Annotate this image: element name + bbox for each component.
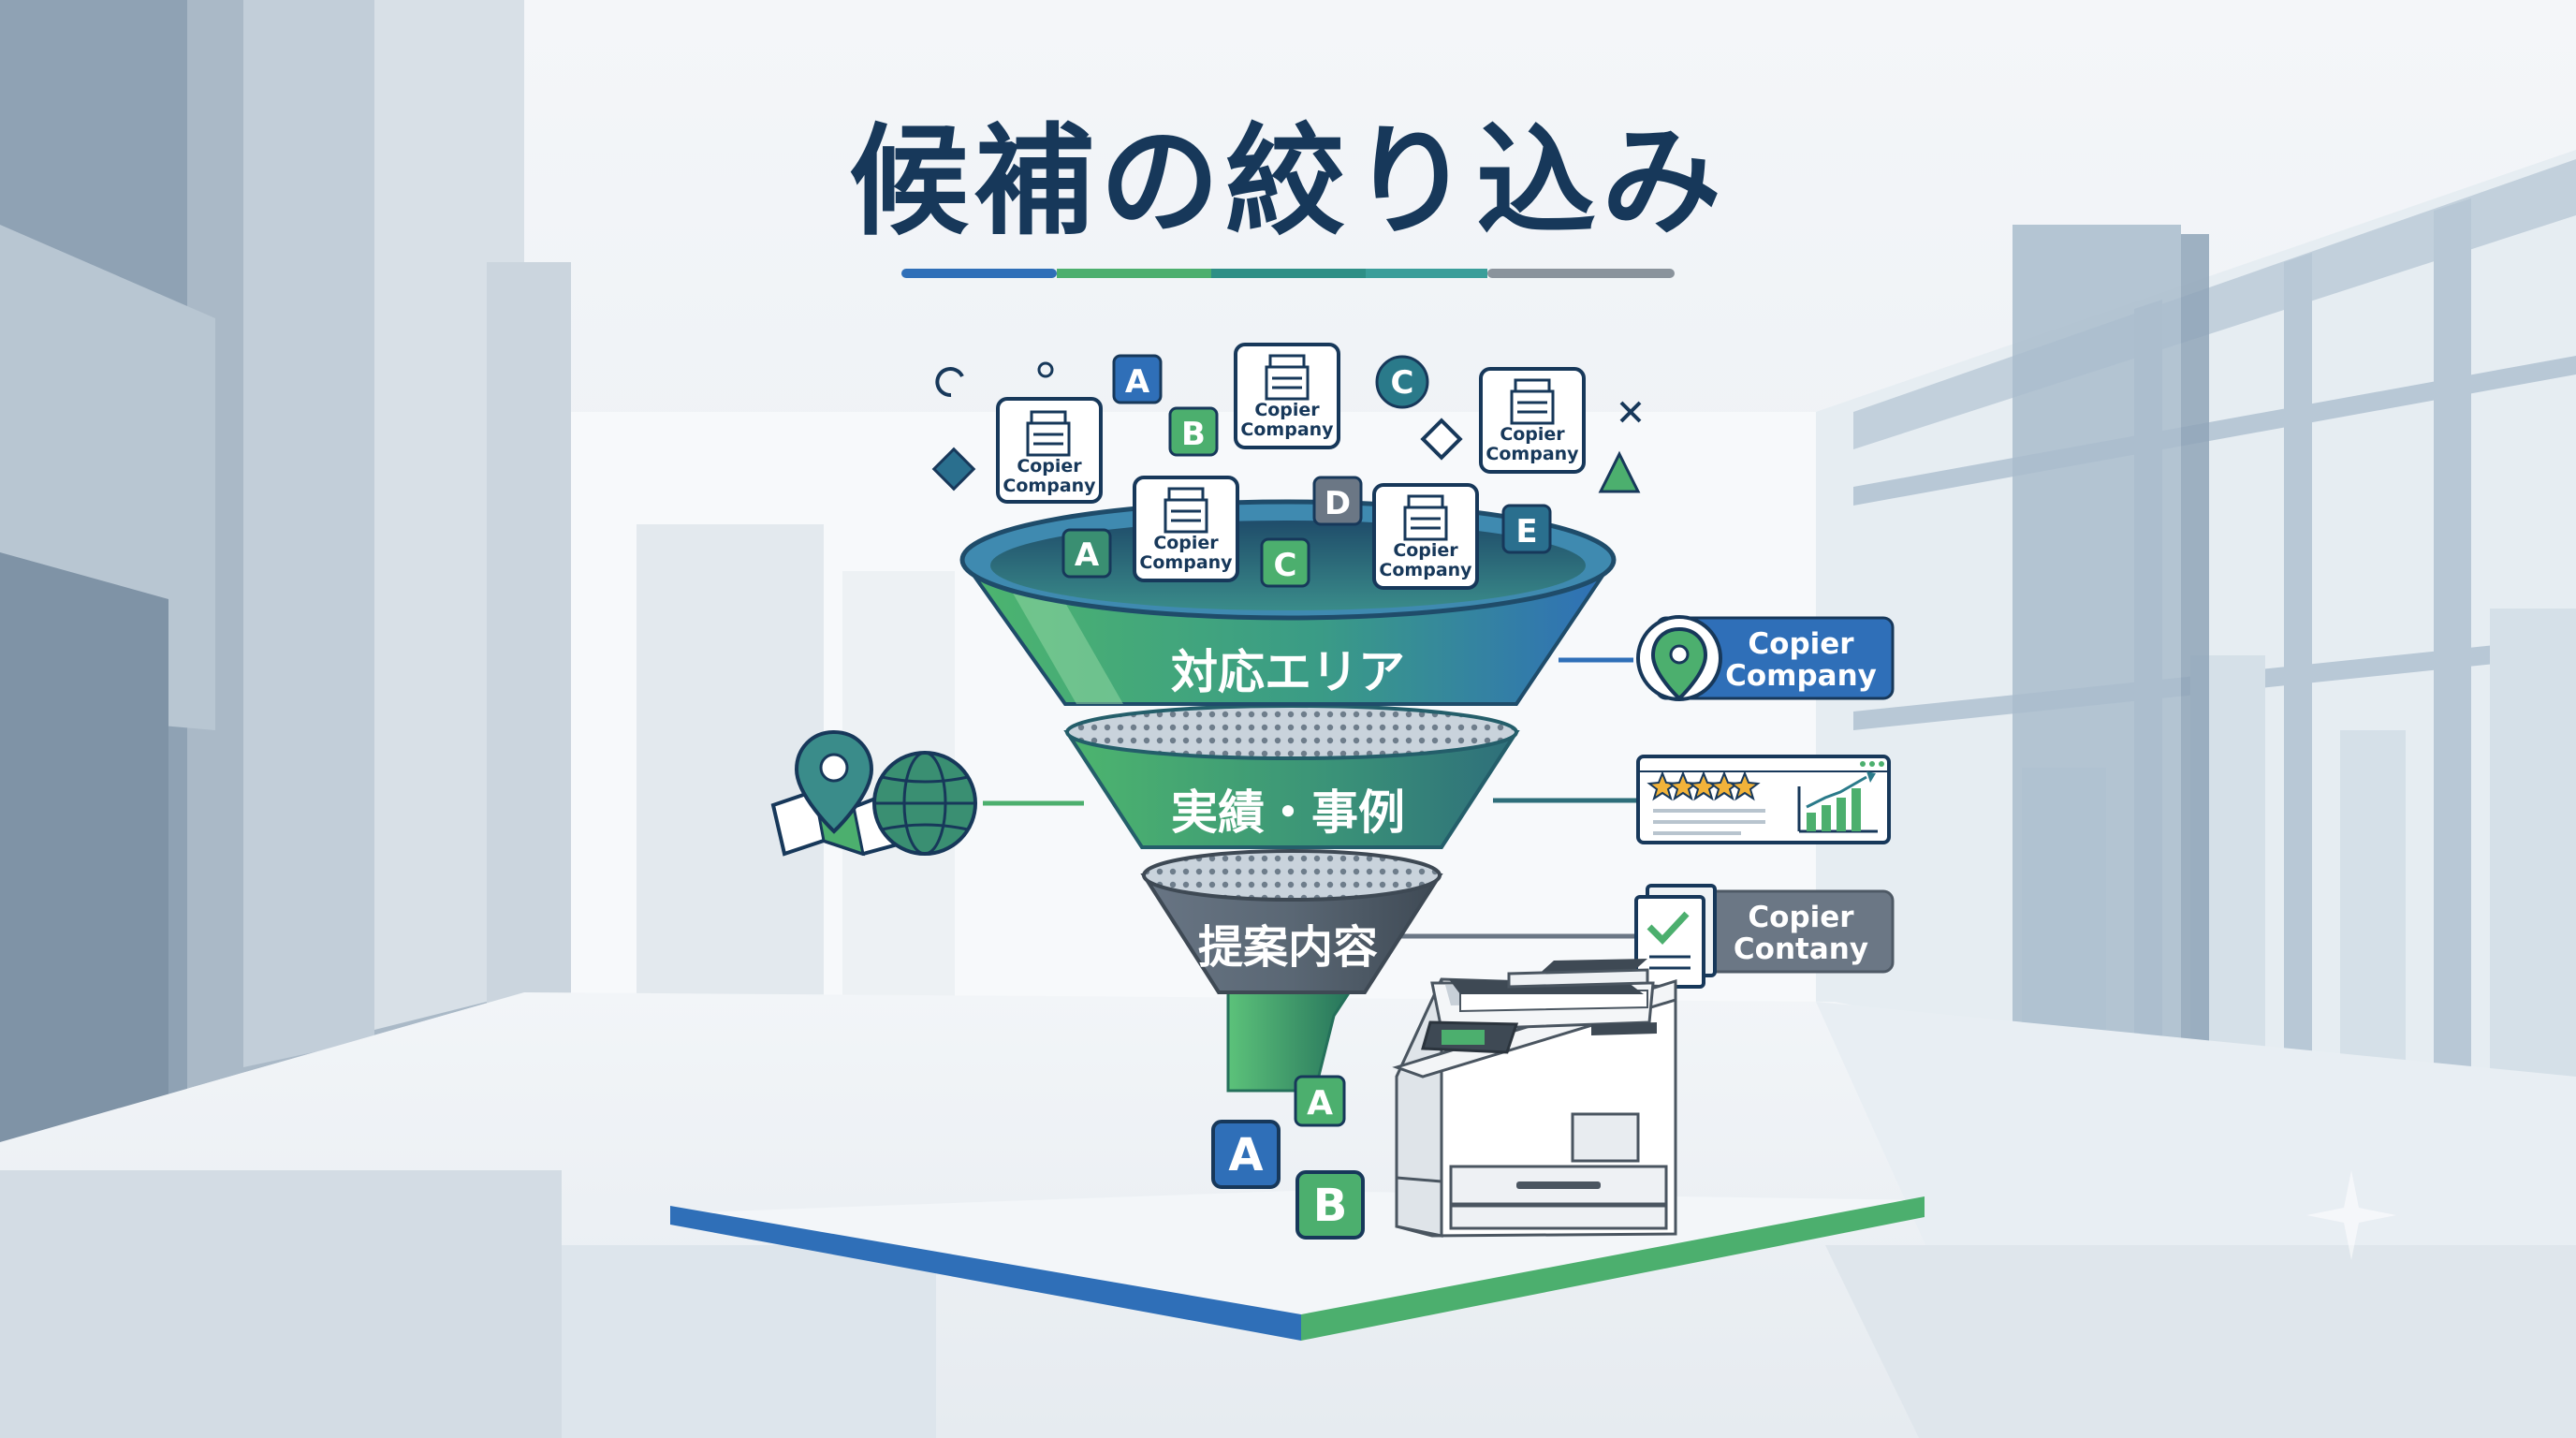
copier-icon: [1026, 410, 1071, 457]
svg-text:C: C: [1274, 547, 1297, 584]
svg-text:Copier: Copier: [1153, 533, 1219, 553]
stage-2-label: 実績・事例: [1171, 785, 1405, 840]
svg-text:Company: Company: [1240, 419, 1334, 440]
svg-text:A: A: [1307, 1084, 1333, 1123]
callout-location: Copier Company: [1636, 615, 1895, 701]
bar-chart-icon: [1797, 771, 1878, 833]
svg-text:Copier: Copier: [1500, 424, 1565, 445]
copier-icon: [1164, 487, 1208, 534]
svg-text:A: A: [1075, 536, 1100, 574]
letter-tile-a: A: [1294, 1075, 1346, 1127]
company-card: Copier Company: [1133, 476, 1239, 582]
star-rating-icon: [1647, 770, 1761, 801]
location-pin-icon: [1650, 626, 1708, 701]
letter-tile-a: A: [1112, 354, 1163, 404]
diamond-outline-icon: [1420, 418, 1463, 461]
letter-tile-b: B: [1168, 406, 1219, 457]
letter-tile-a: A: [1061, 528, 1112, 579]
dot-icon: [1037, 361, 1054, 378]
svg-text:A: A: [1228, 1129, 1263, 1181]
letter-tile-a: A: [1211, 1120, 1281, 1189]
cross-icon: [1619, 401, 1642, 423]
svg-text:D: D: [1325, 485, 1351, 522]
svg-text:Copier: Copier: [1393, 540, 1458, 561]
svg-text:Copier: Copier: [1748, 901, 1854, 934]
company-card: Copier Company: [996, 397, 1103, 504]
svg-text:B: B: [1313, 1180, 1348, 1232]
copier-icon: [1510, 378, 1555, 425]
letter-tile-c: C: [1375, 355, 1429, 409]
letter-tile-c: C: [1260, 537, 1310, 588]
svg-text:Company: Company: [1725, 659, 1877, 693]
company-card: Copier Company: [1479, 367, 1586, 474]
company-card: Copier Company: [1372, 483, 1479, 590]
svg-text:Company: Company: [1139, 552, 1233, 573]
globe-icon: [872, 751, 977, 856]
copier-machine-icon: [1392, 959, 1677, 1238]
copier-icon: [1265, 354, 1310, 401]
svg-text:Copier: Copier: [1017, 456, 1082, 477]
stage-1-label: 対応エリア: [1171, 645, 1405, 699]
svg-text:B: B: [1181, 416, 1206, 453]
arc-icon: [935, 367, 964, 398]
letter-tile-e: E: [1501, 504, 1552, 554]
svg-text:A: A: [1125, 363, 1150, 401]
svg-text:Copier: Copier: [1748, 627, 1854, 661]
funnel: 対応エリア 実績・事例 提案内容: [959, 499, 1617, 1093]
svg-text:E: E: [1515, 513, 1537, 550]
company-card: Copier Company: [1234, 343, 1340, 449]
sparkle-icon: [2306, 1170, 2396, 1260]
svg-text:Company: Company: [1379, 560, 1472, 580]
letter-tile-d: D: [1312, 476, 1363, 526]
copier-icon: [1403, 494, 1448, 541]
page-title: 候補の絞り込み: [848, 112, 1727, 252]
callout-proposal: Copier Contany: [1634, 884, 1895, 989]
rating-chart-card: [1636, 755, 1891, 844]
diamond-icon: [931, 447, 976, 492]
triangle-icon: [1598, 450, 1641, 493]
svg-text:Company: Company: [1003, 476, 1096, 496]
svg-text:C: C: [1391, 364, 1414, 402]
stage-3-label: 提案内容: [1198, 921, 1378, 974]
svg-text:Company: Company: [1486, 444, 1579, 464]
svg-text:Contany: Contany: [1734, 932, 1868, 966]
map-pin-icon: [770, 729, 907, 857]
svg-text:Copier: Copier: [1254, 400, 1320, 420]
letter-tile-b: B: [1295, 1170, 1365, 1240]
